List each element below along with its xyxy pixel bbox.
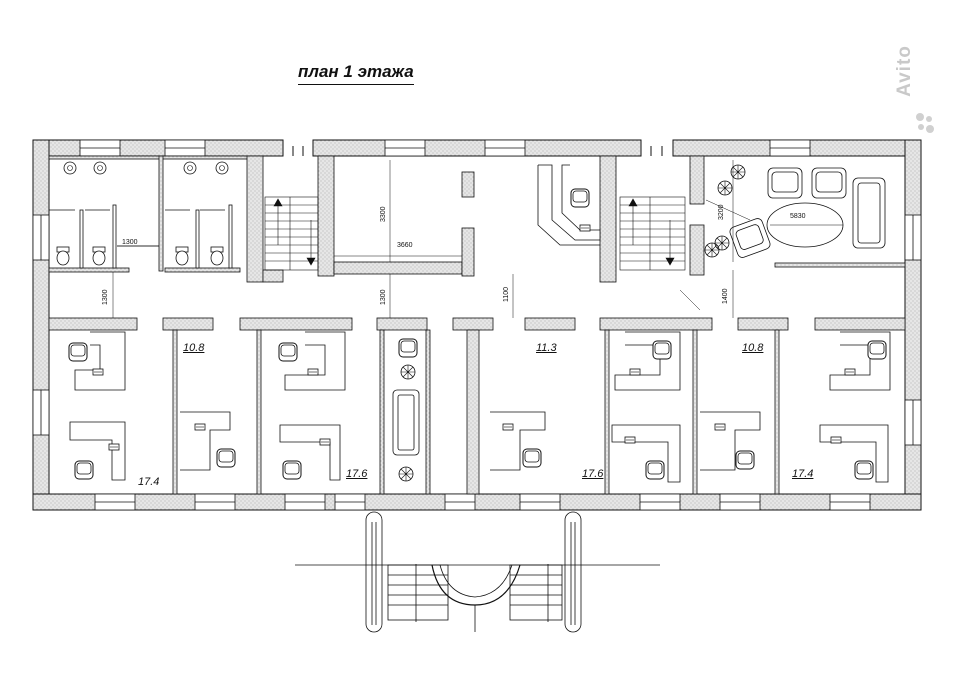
- dimension-label: 3660: [397, 242, 413, 249]
- office-desks: [69, 331, 891, 483]
- watermark-text: Avito: [893, 45, 915, 97]
- computer-icon: [624, 436, 636, 444]
- toilet-icon: [56, 246, 70, 266]
- staircase-right: [619, 196, 686, 271]
- computer-icon: [714, 423, 726, 431]
- plant-icon: [717, 180, 733, 196]
- computer-icon: [194, 423, 206, 431]
- chair-icon: [68, 342, 88, 362]
- toilet-icon: [92, 246, 106, 266]
- lounge-furniture: [729, 167, 886, 258]
- sink-icon: [63, 161, 77, 175]
- chair-icon: [216, 448, 236, 468]
- plant-icon: [714, 235, 730, 251]
- dimension-label: 3300: [380, 206, 387, 222]
- reception-desk: [537, 164, 601, 246]
- entrance-porch: [295, 511, 660, 633]
- toilet-icon: [175, 246, 189, 266]
- room-area-label: 17.6: [582, 468, 604, 480]
- chair-icon: [282, 460, 302, 480]
- staircase-left: [264, 196, 319, 271]
- chair-icon: [735, 450, 755, 470]
- chair-icon: [652, 340, 672, 360]
- room-area-label: 10.8: [183, 342, 205, 354]
- plant-icon: [400, 364, 416, 380]
- entrance-marks: [292, 146, 663, 156]
- sofa: [392, 389, 420, 456]
- armchair-icon: [398, 338, 418, 358]
- room-area-label: 17.4: [138, 476, 160, 488]
- avito-logo-icon: [916, 113, 934, 133]
- computer-icon: [319, 438, 331, 446]
- chair-icon: [74, 460, 94, 480]
- computer-icon: [307, 368, 319, 376]
- sink-icon: [183, 161, 197, 175]
- chair-icon: [867, 340, 887, 360]
- room-area-label: 17.4: [792, 468, 814, 480]
- chair-icon: [522, 448, 542, 468]
- room-area-label: 10.8: [742, 342, 764, 354]
- dimension-label: 5830: [790, 213, 806, 220]
- watermark: Avito: [894, 20, 945, 133]
- computer-icon: [629, 368, 641, 376]
- page-title: план 1 этажа: [298, 62, 414, 85]
- dimension-label: 1300: [380, 289, 387, 305]
- chair-icon: [570, 188, 590, 208]
- interior-walls: [48, 155, 906, 495]
- computer-icon: [844, 368, 856, 376]
- windows: [32, 139, 922, 511]
- chair-icon: [854, 460, 874, 480]
- room-area-label: 11.3: [536, 342, 557, 354]
- dimension-label: 1400: [722, 288, 729, 304]
- dimension-label: 1300: [102, 289, 109, 305]
- dimension-lines: [112, 160, 843, 318]
- toilet-icon: [210, 246, 224, 266]
- computer-icon: [579, 224, 591, 232]
- dimension-label: 3200: [718, 204, 725, 220]
- toilet-stalls: [49, 204, 233, 269]
- computer-icon: [502, 423, 514, 431]
- computer-icon: [830, 436, 842, 444]
- computer-icon: [92, 368, 104, 376]
- computer-icon: [108, 443, 120, 451]
- plant-icon: [398, 466, 414, 482]
- chair-icon: [645, 460, 665, 480]
- dimension-label: 1300: [122, 239, 138, 246]
- chair-icon: [278, 342, 298, 362]
- sink-icon: [215, 161, 229, 175]
- room-area-label: 17.6: [346, 468, 368, 480]
- dimension-label: 1100: [503, 286, 510, 302]
- sink-icon: [93, 161, 107, 175]
- plant-icon: [704, 242, 720, 258]
